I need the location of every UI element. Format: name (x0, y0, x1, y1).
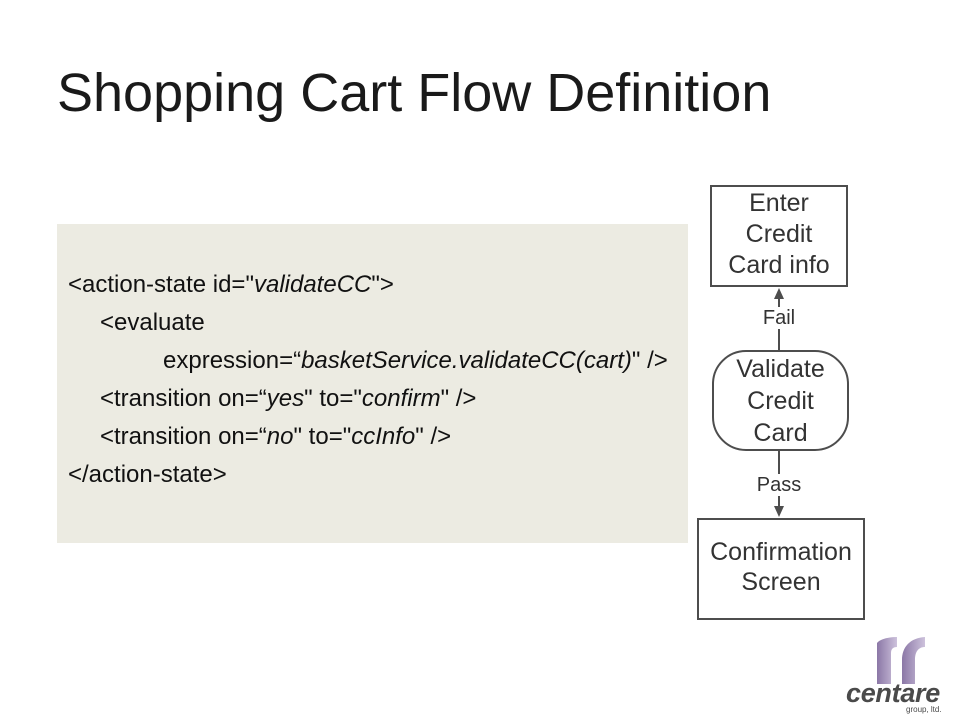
code-value: no (266, 423, 294, 450)
code-token: <evaluate (100, 309, 205, 336)
code-token: " /> (415, 423, 452, 450)
code-value: yes (266, 385, 305, 412)
code-token: " to=" (293, 423, 352, 450)
logo-bracket-left (877, 637, 897, 684)
arrow-up-icon (774, 288, 784, 299)
flow-node-validate-credit-card: Validate Credit Card (712, 350, 849, 451)
edge-label-fail: Fail (757, 307, 801, 329)
node-label-line: Enter (749, 188, 809, 217)
code-line-transition-no: <transition on=“no" to="ccInfo" /> (100, 418, 451, 456)
code-token: expression=“ (163, 347, 302, 374)
logo-bracket-right (902, 637, 925, 684)
code-line-action-state-open: <action-state id="validateCC"> (68, 266, 394, 304)
node-label-line: Confirmation (710, 538, 852, 566)
code-token: <transition on=“ (100, 385, 267, 412)
code-line-expression: expression=“basketService.validateCC(car… (163, 342, 668, 380)
node-label-line: Card (753, 418, 808, 447)
arrow-down-icon (774, 506, 784, 517)
flow-node-enter-credit-card-info: Enter Credit Card info (710, 185, 848, 287)
code-token: </action-state> (68, 461, 227, 488)
node-label-line: Screen (741, 568, 821, 596)
node-label-line: Credit (745, 219, 813, 248)
code-token: " to=" (304, 385, 362, 412)
code-value: basketService.validateCC(cart) (301, 347, 632, 374)
code-token: "> (371, 271, 394, 298)
code-token: <action-state id=" (68, 271, 254, 298)
code-value: validateCC (253, 271, 372, 298)
code-line-evaluate: <evaluate (100, 304, 205, 342)
node-label-line: Validate (736, 354, 825, 383)
code-token: <transition on=“ (100, 423, 267, 450)
code-line-action-state-close: </action-state> (68, 456, 227, 494)
code-block: <action-state id="validateCC"> <evaluate… (57, 224, 688, 543)
flow-node-confirmation-screen: Confirmation Screen (697, 518, 865, 620)
logo-tagline: group, ltd. (906, 705, 942, 714)
node-label-line: Credit (747, 386, 814, 415)
code-line-transition-yes: <transition on=“yes" to="confirm" /> (100, 380, 476, 418)
code-value: ccInfo (351, 423, 416, 450)
node-label-line: Card info (728, 250, 830, 279)
code-token: " /> (631, 347, 668, 374)
logo-wordmark: centare (846, 678, 940, 708)
centare-logo-icon (877, 637, 925, 684)
code-value: confirm (361, 385, 441, 412)
slide-title: Shopping Cart Flow Definition (57, 63, 772, 123)
edge-label-pass: Pass (753, 474, 805, 496)
code-token: " /> (440, 385, 477, 412)
